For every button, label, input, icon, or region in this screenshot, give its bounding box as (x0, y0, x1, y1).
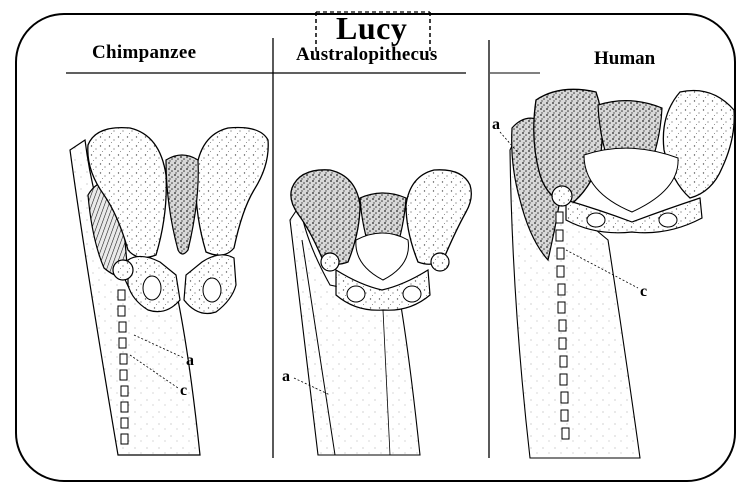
australopithecus-label-a: a (282, 368, 290, 386)
chimpanzee-label-a: a (186, 352, 194, 370)
human-label-c: c (640, 283, 647, 301)
human-label-a: a (492, 116, 500, 134)
australopithecus-title: Australopithecus (296, 44, 438, 66)
human-title: Human (594, 48, 655, 70)
human-pelvis-figure (500, 89, 734, 458)
chimpanzee-pelvis-figure (70, 128, 268, 456)
lucy-title: Lucy (336, 10, 407, 47)
chimpanzee-label-c: c (180, 382, 187, 400)
australopithecus-pelvis-figure (290, 170, 471, 455)
chimpanzee-title: Chimpanzee (92, 42, 196, 64)
